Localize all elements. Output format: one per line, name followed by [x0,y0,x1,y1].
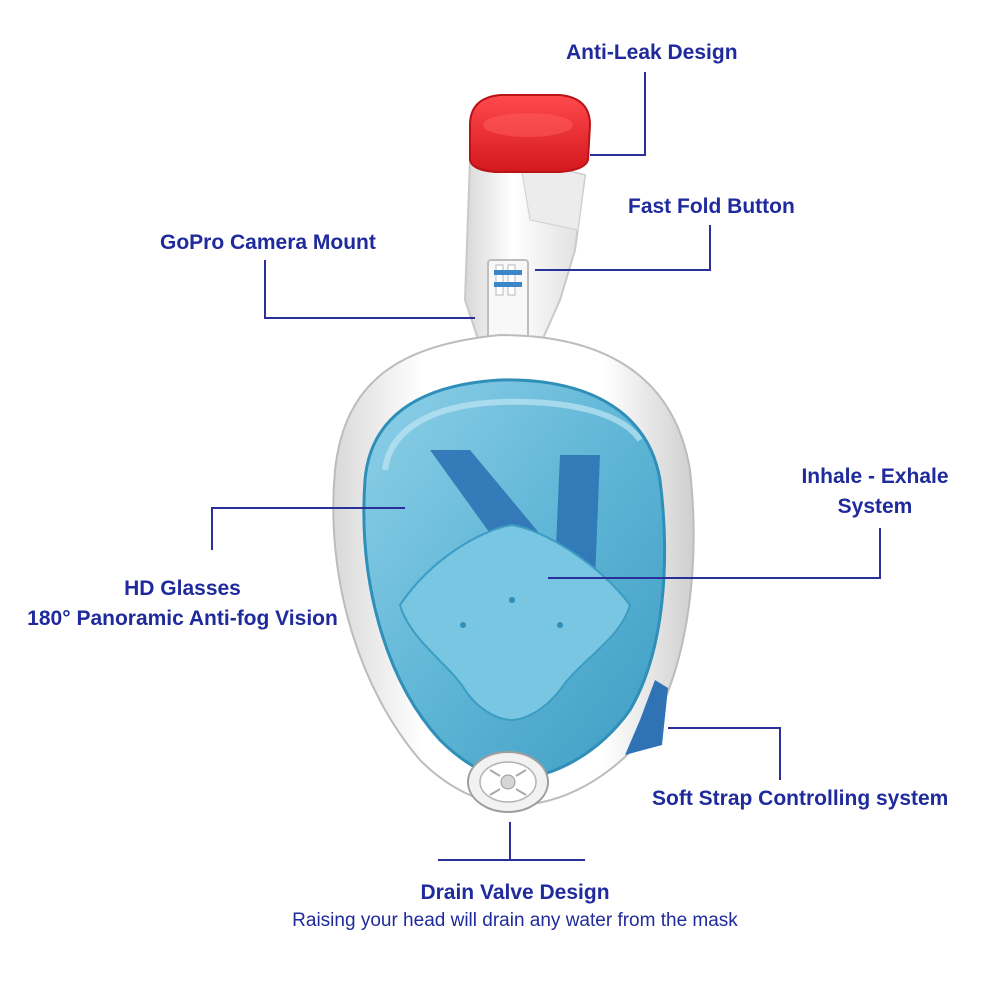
breathing-chamber [398,523,632,722]
label-soft-strap: Soft Strap Controlling system [652,787,949,810]
label-inhale-line2: System [837,495,913,518]
label-hd-line1: HD Glasses [124,577,241,600]
label-drain-note: Raising your head will drain any water f… [292,910,738,931]
leader-hd [211,507,405,550]
label-hd-line2: 180° Panoramic Anti-fog Vision [27,607,338,630]
label-drain-valve: Drain Valve Design [420,881,610,904]
leader-anti-leak [590,72,646,156]
drain-valve [467,751,549,813]
label-inhale-line1: Inhale - Exhale [801,465,949,488]
leader-inhale [548,528,881,579]
label-inhale-exhale: Inhale - Exhale System [780,462,970,522]
leader-gopro [264,260,475,319]
label-anti-leak: Anti-Leak Design [566,41,738,64]
leader-soft-strap [668,727,781,780]
label-gopro: GoPro Camera Mount [160,231,376,254]
leader-fast-fold [535,225,711,271]
gopro-mount [487,259,529,341]
strap-clip [625,680,668,755]
leader-lines [211,72,881,861]
label-fast-fold: Fast Fold Button [628,195,795,218]
label-hd-glasses: HD Glasses 180° Panoramic Anti-fog Visio… [10,574,355,634]
leader-drain [438,822,585,861]
anti-leak-cap [469,94,592,173]
